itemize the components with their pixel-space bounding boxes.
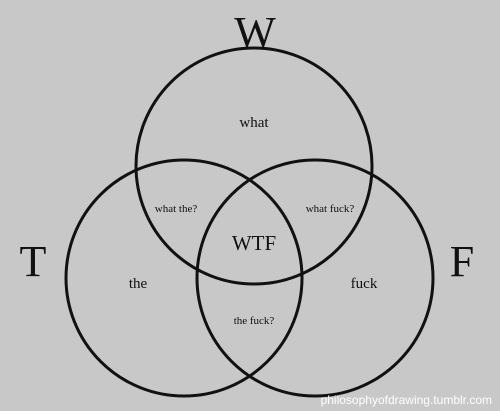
- region-t-f: the fuck?: [234, 315, 275, 327]
- set-label-w: W: [234, 8, 276, 57]
- set-label-f: F: [450, 237, 474, 286]
- watermark: philosophyofdrawing.tumblr.com: [321, 393, 492, 407]
- region-f-only: fuck: [351, 276, 378, 292]
- region-t-only: the: [129, 276, 148, 292]
- region-w-t: what the?: [155, 203, 198, 215]
- set-label-t: T: [20, 237, 47, 286]
- region-all: WTF: [232, 231, 276, 255]
- region-w-f: what fuck?: [306, 203, 355, 215]
- circle-f: [195, 158, 435, 398]
- region-w-only: what: [239, 115, 269, 131]
- circle-w: [134, 46, 374, 286]
- circle-t: [64, 158, 304, 398]
